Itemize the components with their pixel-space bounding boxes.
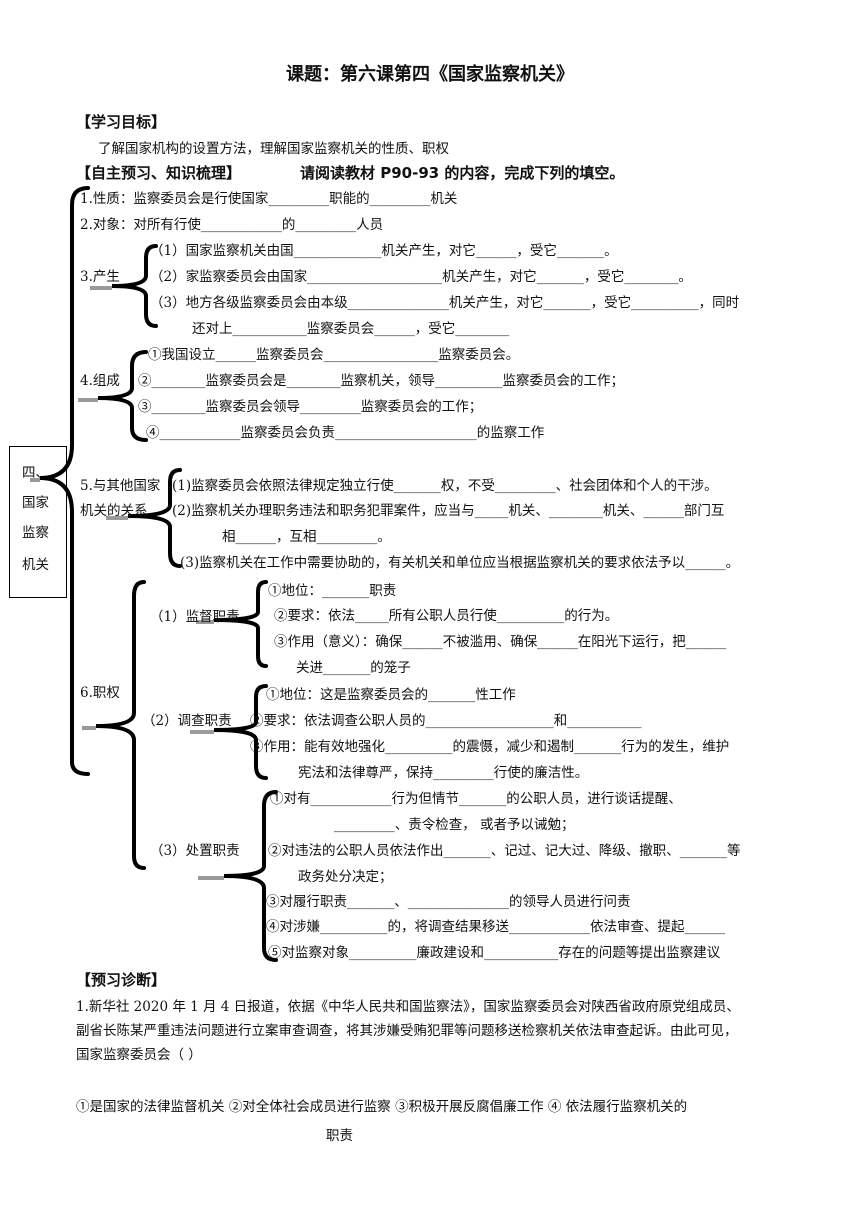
investigate-item-3-cont: 宪法和法律尊严，保持_________行使的廉洁性。 xyxy=(298,765,589,781)
outline-nature: 1.性质：监察委员会是行使国家_________职能的_________机关 xyxy=(80,191,458,207)
origin-item-3: （3）地方各级监察委员会由本级_______________机关产生，对它___… xyxy=(150,295,740,311)
page-title: 课题：第六课第四《国家监察机关》 xyxy=(286,64,574,85)
topic-box-label-4: 机关 xyxy=(22,557,49,573)
composition-item-3: ③________监察委员会领导_________监察委员会的工作； xyxy=(138,399,483,415)
question-line-3: 国家监察委员会（ ） xyxy=(76,1047,202,1063)
dispose-label: （3）处置职责 xyxy=(150,843,240,859)
preview-heading: 【自主预习、知识梳理】 xyxy=(76,164,242,182)
topic-box-label-2: 国家 xyxy=(22,495,49,511)
topic-box-label-3: 监察 xyxy=(22,525,49,541)
outline-object: 2.对象：对所有行使____________的_________人员 xyxy=(80,217,384,233)
investigate-item-3: ③作用：能有效地强化__________的震慑，减少和遏制_______行为的发… xyxy=(250,739,730,755)
relation-item-3: (3)监察机关在工作中需要协助的，有关机关和单位应当根据监察机关的要求依法予以_… xyxy=(180,555,740,571)
investigate-label: （2）调查职责 xyxy=(142,713,232,729)
supervise-item-2: ②要求：依法_____所有公职人员行使__________的行为。 xyxy=(274,608,619,624)
composition-item-2: ②________监察委员会是________监察机关，领导__________… xyxy=(138,373,624,389)
goals-text: 了解国家机构的设置方法，理解国家监察机关的性质、职权 xyxy=(98,141,449,157)
goals-heading: 【学习目标】 xyxy=(76,113,167,131)
supervise-item-1: ①地位：_______职责 xyxy=(268,583,397,599)
origin-item-2: （2）家监察委员会由国家____________________机关产生，对它_… xyxy=(150,269,692,285)
dispose-item-4: ④对涉嫌__________的，将调查结果移送____________依法审查、… xyxy=(266,919,725,935)
dispose-item-2: ②对违法的公职人员依法作出_______、记过、记大过、降级、撤职、______… xyxy=(268,843,741,859)
question-line-1: 1.新华社 2020 年 1 月 4 日报道，依据《中华人民共和国监察法》，国家… xyxy=(76,999,740,1015)
supervise-label: （1）监督职责 xyxy=(150,609,240,625)
diagnosis-heading: 【预习诊断】 xyxy=(76,971,167,989)
outline-powers-label: 6.职权 xyxy=(80,685,120,701)
question-line-2: 副省长陈某严重违法问题进行立案审查调查，将其涉嫌受贿犯罪等问题移送检察机关依法审… xyxy=(76,1023,738,1039)
topic-box xyxy=(9,446,67,598)
preview-instruction: 请阅读教材 P90-93 的内容，完成下列的填空。 xyxy=(300,164,625,182)
supervise-item-3-cont: 关进_______的笼子 xyxy=(296,660,411,676)
dispose-item-5: ⑤对监察对象__________廉政建设和___________存在的问题等提出… xyxy=(268,945,721,961)
outline-origin-label: 3.产生 xyxy=(80,269,120,285)
origin-item-1: （1）国家监察机关由国_____________机关产生，对它______，受它… xyxy=(150,243,618,259)
investigate-item-2: ②要求：依法调查公职人员的___________________和_______… xyxy=(250,713,642,729)
question-options: ①是国家的法律监督机关 ②对全体社会成员进行监察 ③积极开展反腐倡廉工作 ④ 依… xyxy=(76,1099,688,1115)
composition-item-4: ④____________监察委员会负责____________________… xyxy=(146,425,545,441)
supervise-item-3: ③作用（意义）：确保______不被滥用、确保______在阳光下运行，把___… xyxy=(274,634,727,650)
investigate-item-1: ①地位：这是监察委员会的_______性工作 xyxy=(266,687,516,703)
question-options-cont: 职责 xyxy=(326,1128,353,1144)
relation-item-1: (1)监察委员会依照法律规定独立行使_______权，不受_________、社… xyxy=(172,478,718,494)
composition-item-1: ①我国设立______监察委员会_________________监察委员会。 xyxy=(148,347,520,363)
outline-relation-label-2: 机关的关系 xyxy=(80,503,148,519)
origin-item-3-cont: 还对上___________监察委员会______，受它________ xyxy=(192,321,510,337)
outline-composition-label: 4.组成 xyxy=(80,373,120,389)
outline-relation-label-1: 5.与其他国家 xyxy=(80,478,161,494)
dispose-item-1-cont: _________、责令检查， 或者予以诫勉； xyxy=(334,817,575,833)
dispose-item-1: ①对有____________行为但情节_______的公职人员，进行谈话提醒、 xyxy=(270,791,682,807)
dispose-item-2-cont: 政务处分决定； xyxy=(298,869,393,885)
relation-item-2: (2)监察机关办理职务违法和职务犯罪案件，应当与_____机关、________… xyxy=(172,503,725,519)
dispose-item-3: ③对履行职责_______、_______________的领导人员进行问责 xyxy=(266,894,631,910)
relation-item-2-cont: 相______，互相_________。 xyxy=(222,529,391,545)
